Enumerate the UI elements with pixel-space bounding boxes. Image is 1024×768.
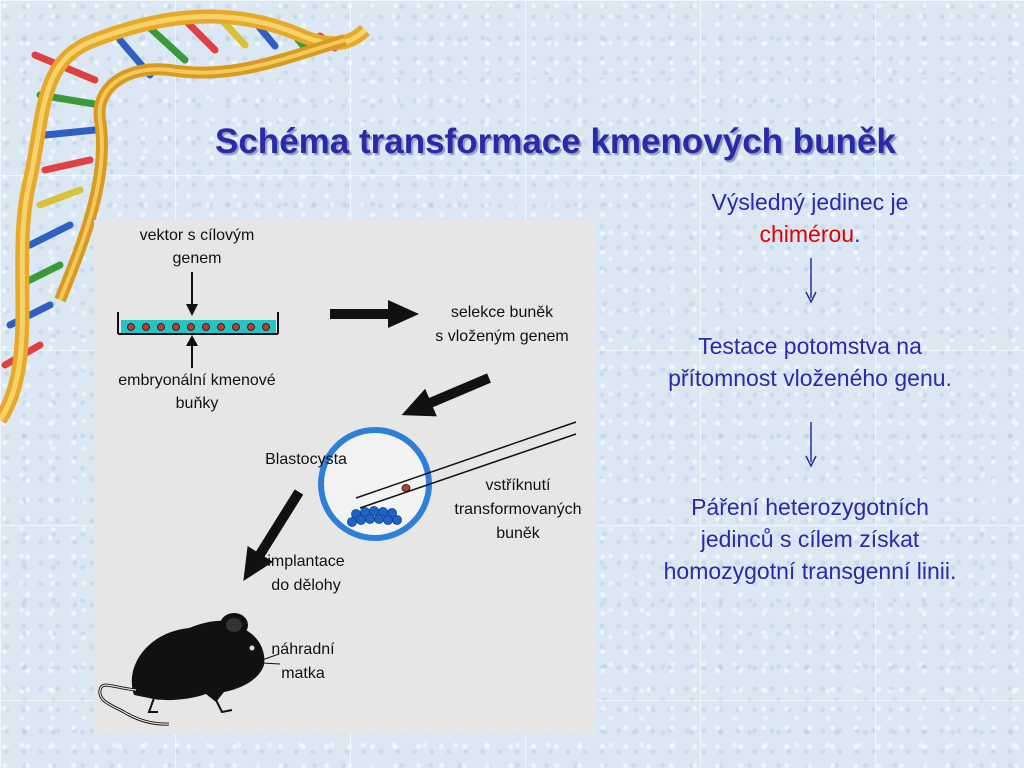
injection-label-line3: buněk <box>496 525 541 542</box>
testing-line1: Testace potomstva na <box>698 333 922 359</box>
chimera-highlight: chimérou <box>759 221 855 247</box>
mating-line3: homozygotní transgenní linii. <box>663 558 957 584</box>
blastocyst-label: Blastocysta <box>265 451 347 468</box>
mating-line2: jedinců s cílem získat <box>700 526 920 552</box>
result-text-line: Výsledný jedinec je <box>711 189 909 215</box>
arrow-right-icon <box>330 300 419 328</box>
implantation-label-line2: do dělohy <box>271 577 340 594</box>
result-period: . <box>854 221 861 247</box>
mouse-silhouette <box>98 613 281 726</box>
testing-text: Testace potomstva na přítomnost vloženéh… <box>610 330 1010 394</box>
injection-label-line2: transformovaných <box>454 501 581 518</box>
mating-text: Páření heterozygotních jedinců s cílem z… <box>610 491 1010 587</box>
arrow-down-icon <box>805 422 817 468</box>
arrow-up-icon <box>186 335 198 368</box>
inner-cell-mass <box>347 506 402 527</box>
es-cells-label-line1: embryonální kmenové <box>118 372 276 389</box>
dna-helix-image <box>0 9 370 424</box>
injection-label-line1: vstříknutí <box>486 477 551 494</box>
arrow-down-icon <box>186 272 198 316</box>
vector-label-line1: vektor s cílovým <box>140 227 255 244</box>
result-text: Výsledný jedinec je chimérou. <box>640 186 980 250</box>
arrow-diagonal-icon <box>401 373 491 417</box>
arrow-down-icon <box>805 258 817 304</box>
surrogate-label-line1: náhradní <box>271 641 335 658</box>
surrogate-label-line2: matka <box>281 665 325 682</box>
selection-label-line1: selekce buněk <box>451 304 554 321</box>
selection-label-line2: s vloženým genem <box>435 328 568 345</box>
vector-label-line2: genem <box>173 250 222 267</box>
arrow-down-left-icon <box>243 489 304 582</box>
slide-title: Schéma transformace kmenových buněk <box>215 122 896 161</box>
culture-dish <box>117 312 279 335</box>
testing-line2: přítomnost vloženého genu. <box>668 365 952 391</box>
stem-cell-diagram: vektor s cílovým genem embryonál <box>94 220 596 734</box>
injection-pipette <box>355 421 577 509</box>
mating-line1: Páření heterozygotních <box>691 494 929 520</box>
implantation-label-line1: implantace <box>267 553 344 570</box>
es-cells-label-line2: buňky <box>176 395 219 412</box>
